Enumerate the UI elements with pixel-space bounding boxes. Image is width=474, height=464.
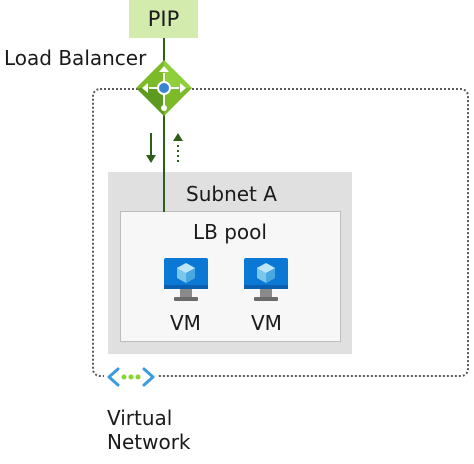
vm-label-1: VM xyxy=(170,311,201,335)
virtual-machine-icon xyxy=(244,258,288,301)
subnet-label: Subnet A xyxy=(186,182,277,206)
virtual-network-label-line2: Network xyxy=(107,430,191,454)
load-balancer-label: Load Balancer xyxy=(4,46,147,70)
public-ip-node: PIP xyxy=(129,0,198,38)
load-balancer-icon xyxy=(136,60,192,116)
public-ip-label: PIP xyxy=(147,7,180,31)
vm-label-2: VM xyxy=(251,311,282,335)
virtual-network-label-line1: Virtual xyxy=(107,406,173,430)
arrow-down-icon xyxy=(146,133,156,163)
virtual-machine-icon xyxy=(164,258,208,301)
lb-pool-label: LB pool xyxy=(193,220,267,244)
virtual-network-icon xyxy=(104,366,158,388)
virtual-network-boundary xyxy=(92,88,469,377)
arrow-up-dotted-icon xyxy=(173,133,183,163)
lb-pool-container xyxy=(120,211,341,342)
